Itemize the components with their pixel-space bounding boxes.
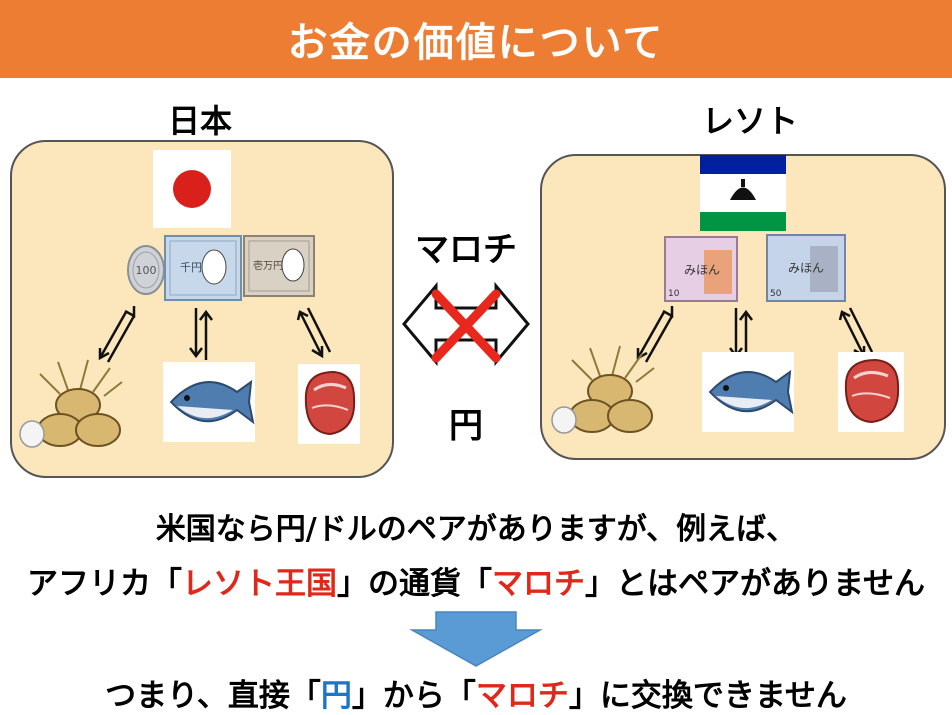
note1-text: 千円 — [180, 261, 202, 274]
caption-highlight-lesotho: レソト王国 — [181, 566, 337, 602]
cross-icon — [402, 281, 530, 367]
lesotho-note1-value: 10 — [668, 289, 680, 299]
caption-line-1: 米国なら円/ドルのペアがありますが、例えば、 — [155, 512, 797, 547]
title-bar — [0, 0, 952, 78]
caption-highlight-maloti: マロチ — [491, 566, 585, 602]
lesotho-note2-value: 50 — [770, 289, 782, 299]
banknote-icon: 壱万円 — [243, 235, 315, 297]
caption-line-2: アフリカ「レソト王国」の通貨「マロチ」とはペアがありません — [0, 558, 952, 603]
rice-icon — [19, 359, 123, 448]
lesotho-note2-text: みほん — [788, 261, 824, 275]
caption-highlight-yen: 円 — [320, 678, 352, 714]
caption-line-2-part: アフリカ「 — [26, 566, 182, 602]
lesotho-flag-icon — [700, 155, 786, 231]
exchange-arrows-icon — [636, 306, 874, 363]
rice-icon — [551, 345, 655, 434]
caption-line-3-part: つまり、直接「 — [105, 678, 321, 714]
japan-label: 日本 — [167, 102, 232, 140]
page-title: お金の価値について — [287, 20, 665, 66]
banknote-icon: 千円 — [164, 235, 242, 301]
caption-highlight-maloti: マロチ — [475, 678, 569, 714]
caption-line-3-part: 」に交換できません — [568, 678, 847, 714]
down-arrow-icon — [409, 611, 543, 667]
fish-icon — [163, 362, 255, 442]
lesotho-note1-text: みほん — [684, 263, 720, 277]
fish-icon — [702, 352, 794, 432]
caption-line-2-part: 」とはペアがありません — [584, 566, 926, 602]
coin-value: 100 — [136, 264, 157, 277]
exchange-arrows-icon — [98, 306, 332, 363]
caption-line-2-part: 」の通貨「 — [336, 566, 492, 602]
banknote-icon: みほん 50 — [766, 234, 846, 302]
center-bottom-label: 円 — [449, 406, 483, 446]
japan-flag-icon — [153, 150, 231, 228]
meat-icon — [298, 364, 360, 444]
banknote-icon: みほん 10 — [664, 236, 738, 302]
center-top-label: マロチ — [415, 230, 517, 270]
caption-line-3: つまり、直接「円」から「マロチ」に交換できません — [0, 670, 952, 715]
coin-icon: 100 — [127, 245, 165, 295]
note2-text: 壱万円 — [253, 259, 283, 272]
caption-line-3-part: 」から「 — [351, 678, 476, 714]
meat-icon — [838, 352, 904, 432]
lesotho-label: レソト — [701, 102, 798, 140]
